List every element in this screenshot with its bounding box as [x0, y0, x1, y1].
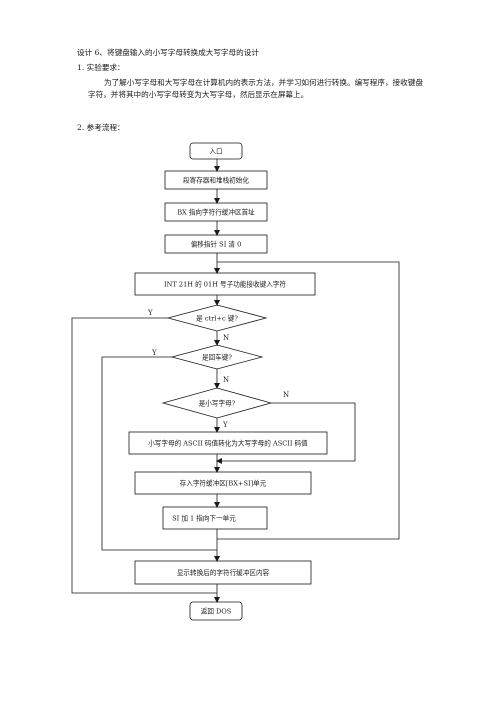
section-flow: 2. 参考流程： [77, 123, 125, 132]
doc-title: 设计 6、将键盘输入的小写字母转换成大写字母的设计 [77, 48, 259, 57]
ctrl-label: 是 ctrl+c 键? [196, 314, 238, 323]
int21-box [134, 272, 316, 296]
inc-label: SI 加 1 指向下一单元 [172, 514, 236, 523]
store-label: 存入字符缓冲区[BX+SI]单元 [180, 479, 267, 488]
convert-label: 小写字母的 ASCII 码值转化为大写字母的 ASCII 码值 [148, 439, 308, 448]
section-requirements: 1. 实验要求： [77, 63, 125, 72]
lower-yes-label: Y [222, 421, 228, 429]
convert-box [128, 431, 328, 455]
start-label: 入口 [209, 148, 222, 156]
enter-no-label: N [223, 376, 229, 384]
int21-label: INT 21H 的 01H 号子功能接收键入字符 [164, 280, 286, 289]
bx-label: BX 指向字符行缓冲区首址 [177, 208, 255, 217]
lower-no-label: N [283, 391, 289, 399]
end-label: 返回 DOS [201, 608, 232, 616]
si-label: 偏移指针 SI 清 0 [191, 240, 242, 249]
ctrl-yes-label: Y [147, 309, 153, 317]
enter-label: 是回车键? [202, 353, 232, 362]
init-label: 段寄存器和堆栈初始化 [183, 176, 249, 185]
enter-yes-label: Y [151, 349, 157, 357]
lower-label: 是小写字母? [199, 399, 236, 408]
requirements-paragraph: 为了解小写字母和大写字母在计算机内的表示方法，并学习如何进行转换。编写程序，接收… [88, 78, 423, 99]
display-label: 显示转换后的字符行缓冲区内容 [177, 568, 270, 577]
ctrl-no-label: N [223, 334, 229, 342]
start-terminal [189, 142, 243, 160]
store-box [134, 471, 312, 495]
display-box [134, 560, 312, 585]
